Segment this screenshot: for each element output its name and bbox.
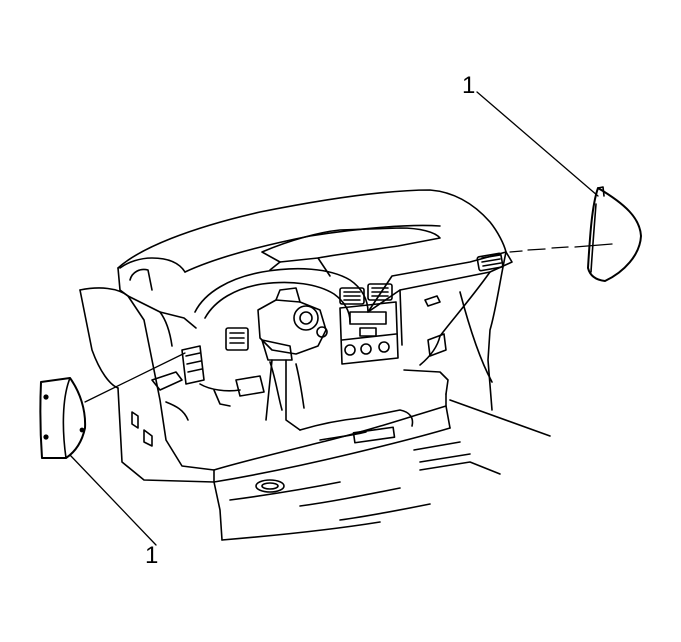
instrument-panel [118, 190, 512, 384]
leader-lines [70, 92, 612, 545]
left-end-cap [40, 378, 85, 458]
callout-bottom: 1 [145, 542, 159, 569]
under-dash-components [166, 362, 304, 420]
right-end-cap [588, 187, 641, 281]
steering-column [258, 288, 327, 430]
right-body-structure [404, 252, 506, 410]
left-body-structure [80, 288, 214, 482]
callout-top: 1 [462, 72, 476, 99]
floor-pan [214, 394, 550, 540]
